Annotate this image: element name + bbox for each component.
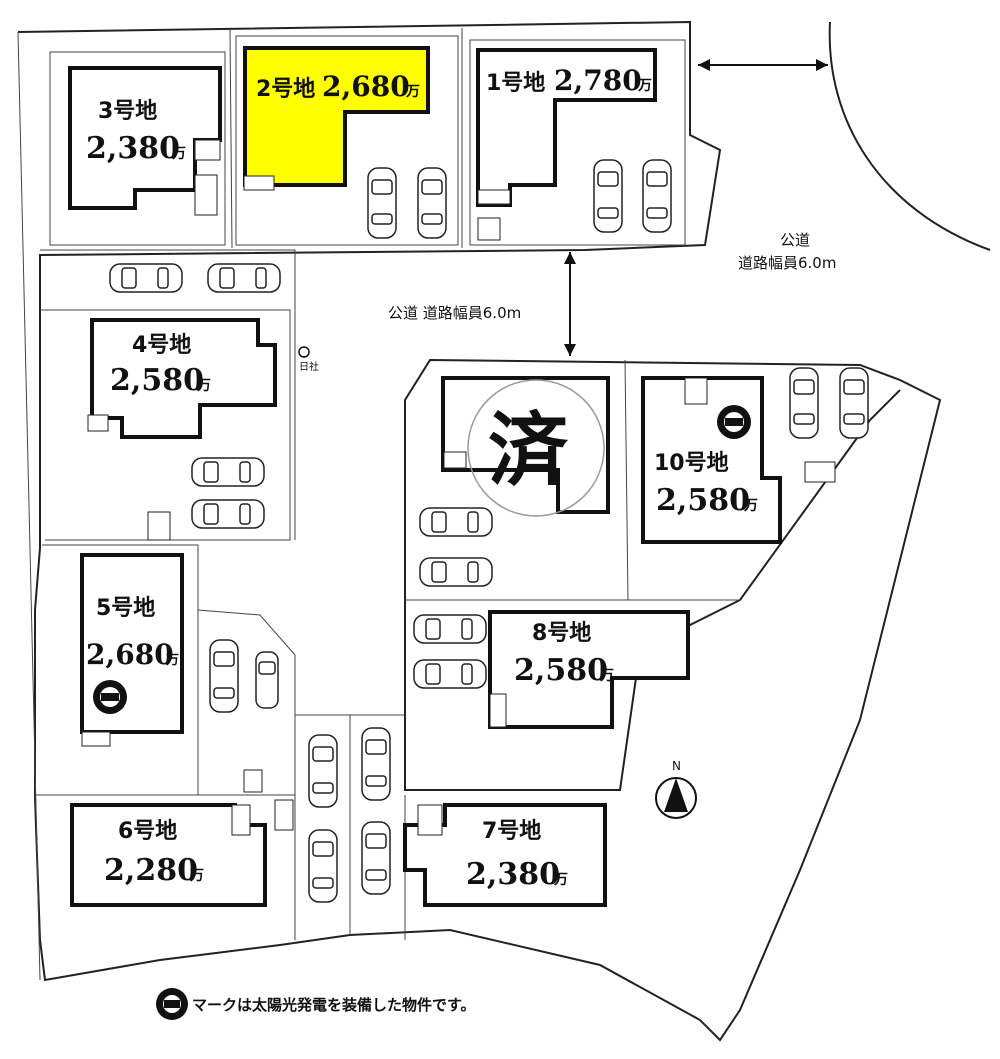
lot-4-unit: 万 bbox=[196, 378, 211, 394]
lot-5-price: 2,680 bbox=[86, 638, 174, 671]
lot-2-label: 2号地 bbox=[256, 77, 315, 102]
east-road-name: 公道 bbox=[780, 231, 810, 249]
west-boundary bbox=[17, 31, 41, 981]
site-boundary bbox=[17, 20, 942, 1042]
lot-10-label: 10号地 bbox=[654, 451, 729, 476]
lot-1-boundary bbox=[469, 39, 686, 246]
car-icon bbox=[839, 367, 869, 439]
car-icon bbox=[642, 159, 672, 233]
car-icon bbox=[109, 263, 183, 293]
solar-panel-icon bbox=[717, 405, 751, 439]
lot-5-label: 5号地 bbox=[96, 596, 155, 621]
lot-6-unit: 万 bbox=[189, 868, 204, 884]
east-road-edge bbox=[828, 21, 991, 251]
lot-4-house[interactable] bbox=[90, 318, 277, 439]
lot-2-house[interactable] bbox=[243, 46, 430, 187]
lot-divider bbox=[229, 29, 233, 249]
entry-steps bbox=[81, 139, 836, 836]
car-icon bbox=[419, 557, 493, 587]
legend-text: マークは太陽光発電を装備した物件です。 bbox=[192, 996, 476, 1014]
car-icon bbox=[308, 829, 338, 903]
lot-divider bbox=[40, 249, 296, 540]
lot-2-boundary bbox=[235, 35, 459, 246]
lot-1-label: 1号地 bbox=[486, 71, 545, 96]
car-icon bbox=[361, 727, 391, 801]
lot-5-unit: 万 bbox=[165, 653, 179, 668]
car-icon bbox=[789, 367, 819, 439]
car-icon bbox=[419, 507, 493, 537]
lot-divider bbox=[624, 359, 629, 601]
east-road-width: 道路幅員6.0m bbox=[738, 254, 836, 272]
solar-panel-icon bbox=[156, 988, 188, 1020]
lot-8-unit: 万 bbox=[599, 668, 614, 684]
lot-3-label: 3号地 bbox=[98, 99, 157, 124]
lot-divider bbox=[197, 609, 296, 715]
compass-icon bbox=[655, 777, 697, 819]
lot-6-price: 2,280 bbox=[104, 853, 198, 888]
shrine-icon bbox=[298, 346, 310, 358]
lot-7-price: 2,380 bbox=[466, 857, 560, 892]
lot-2-price: 2,680 bbox=[322, 70, 410, 103]
car-icon bbox=[417, 167, 447, 239]
lot-1-unit: 万 bbox=[637, 78, 652, 94]
lot-10-unit: 万 bbox=[743, 498, 758, 514]
car-icon bbox=[209, 639, 239, 713]
solar-panel-icon bbox=[93, 680, 127, 714]
arrow-head bbox=[816, 59, 828, 71]
car-icon bbox=[207, 263, 281, 293]
lot-divider bbox=[42, 544, 199, 795]
car-icon bbox=[413, 614, 487, 644]
car-icon bbox=[191, 457, 265, 487]
lot-9-sold-mark: 済 bbox=[488, 404, 569, 497]
car-icon bbox=[308, 734, 338, 808]
lot-4-label: 4号地 bbox=[132, 333, 191, 358]
lot-8-label: 8号地 bbox=[532, 621, 591, 646]
parking-spaces bbox=[109, 159, 869, 903]
lot-1-house[interactable] bbox=[476, 48, 657, 207]
lot-4-price: 2,580 bbox=[110, 363, 204, 398]
lot-2-unit: 万 bbox=[405, 84, 420, 100]
lot-10-price: 2,580 bbox=[656, 483, 750, 518]
compass-label: N bbox=[672, 759, 681, 773]
lot-8-price: 2,580 bbox=[514, 653, 608, 688]
arrow-head bbox=[564, 252, 576, 264]
car-icon bbox=[413, 659, 487, 689]
lot-7-label: 7号地 bbox=[482, 819, 541, 844]
shrine-label: 日社 bbox=[299, 360, 319, 373]
car-icon bbox=[367, 167, 397, 239]
car-icon bbox=[593, 159, 623, 233]
car-icon bbox=[361, 821, 391, 895]
car-icon bbox=[191, 499, 265, 529]
center-road-label: 公道 道路幅員6.0m bbox=[388, 304, 521, 322]
arrow-head bbox=[698, 59, 710, 71]
car-icon bbox=[255, 651, 279, 709]
lot-1-price: 2,780 bbox=[554, 64, 642, 97]
lot-3-boundary bbox=[49, 51, 226, 246]
arrow-head bbox=[564, 344, 576, 356]
lot-3-price: 2,380 bbox=[86, 131, 180, 166]
lot-3-unit: 万 bbox=[171, 146, 186, 162]
sold-circle bbox=[467, 379, 605, 517]
lot-7-unit: 万 bbox=[553, 872, 568, 888]
lot-6-label: 6号地 bbox=[118, 819, 177, 844]
